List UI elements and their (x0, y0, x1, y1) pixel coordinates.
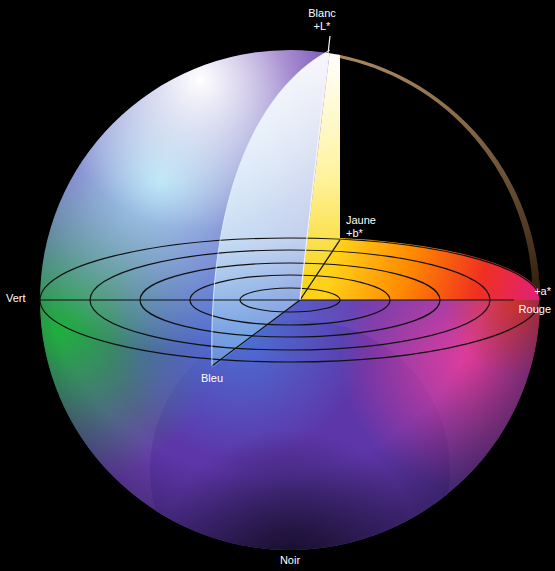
axis-name: Jaune (346, 214, 376, 227)
axis-name: Bleu (201, 372, 223, 385)
equator-rings (40, 238, 540, 362)
axis-name: Rouge (519, 303, 551, 316)
front-meridian (212, 50, 330, 366)
axis-name: Blanc (308, 7, 336, 20)
axis-sign: +a* (534, 285, 551, 298)
l-axis (300, 36, 330, 300)
axis-name: Noir (280, 554, 300, 567)
edge-shade (40, 50, 540, 550)
ring (40, 238, 540, 362)
sphere-base (40, 50, 540, 550)
axis-sign: +b* (346, 227, 363, 240)
axis-name: Vert (6, 292, 26, 305)
b-axis-minus (212, 300, 300, 366)
a-axis (40, 299, 514, 300)
axis-sign: +L* (314, 20, 331, 33)
